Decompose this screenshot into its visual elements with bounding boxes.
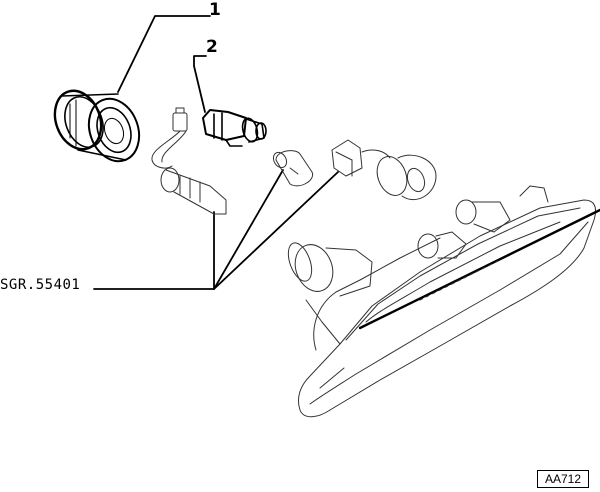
wired-bulb-holder [151, 107, 227, 215]
callout-label-2: 2 [206, 37, 218, 57]
bulb-socket-part-1 [53, 89, 141, 163]
side-lamp-housing [287, 185, 600, 418]
reference-code: SGR.55401 [0, 277, 81, 293]
leader-lines [93, 15, 339, 290]
small-wedge-bulb [272, 150, 314, 187]
leader-line-ref-b [213, 169, 284, 290]
connector-bulb [331, 139, 437, 201]
leader-line-2 [193, 55, 207, 113]
figure-code-box: AA712 [537, 470, 589, 488]
leader-line-ref-c [213, 171, 339, 290]
bulb-holder-part-2 [202, 109, 267, 147]
callout-label-1: 1 [209, 0, 221, 20]
leader-line-1 [117, 15, 211, 93]
